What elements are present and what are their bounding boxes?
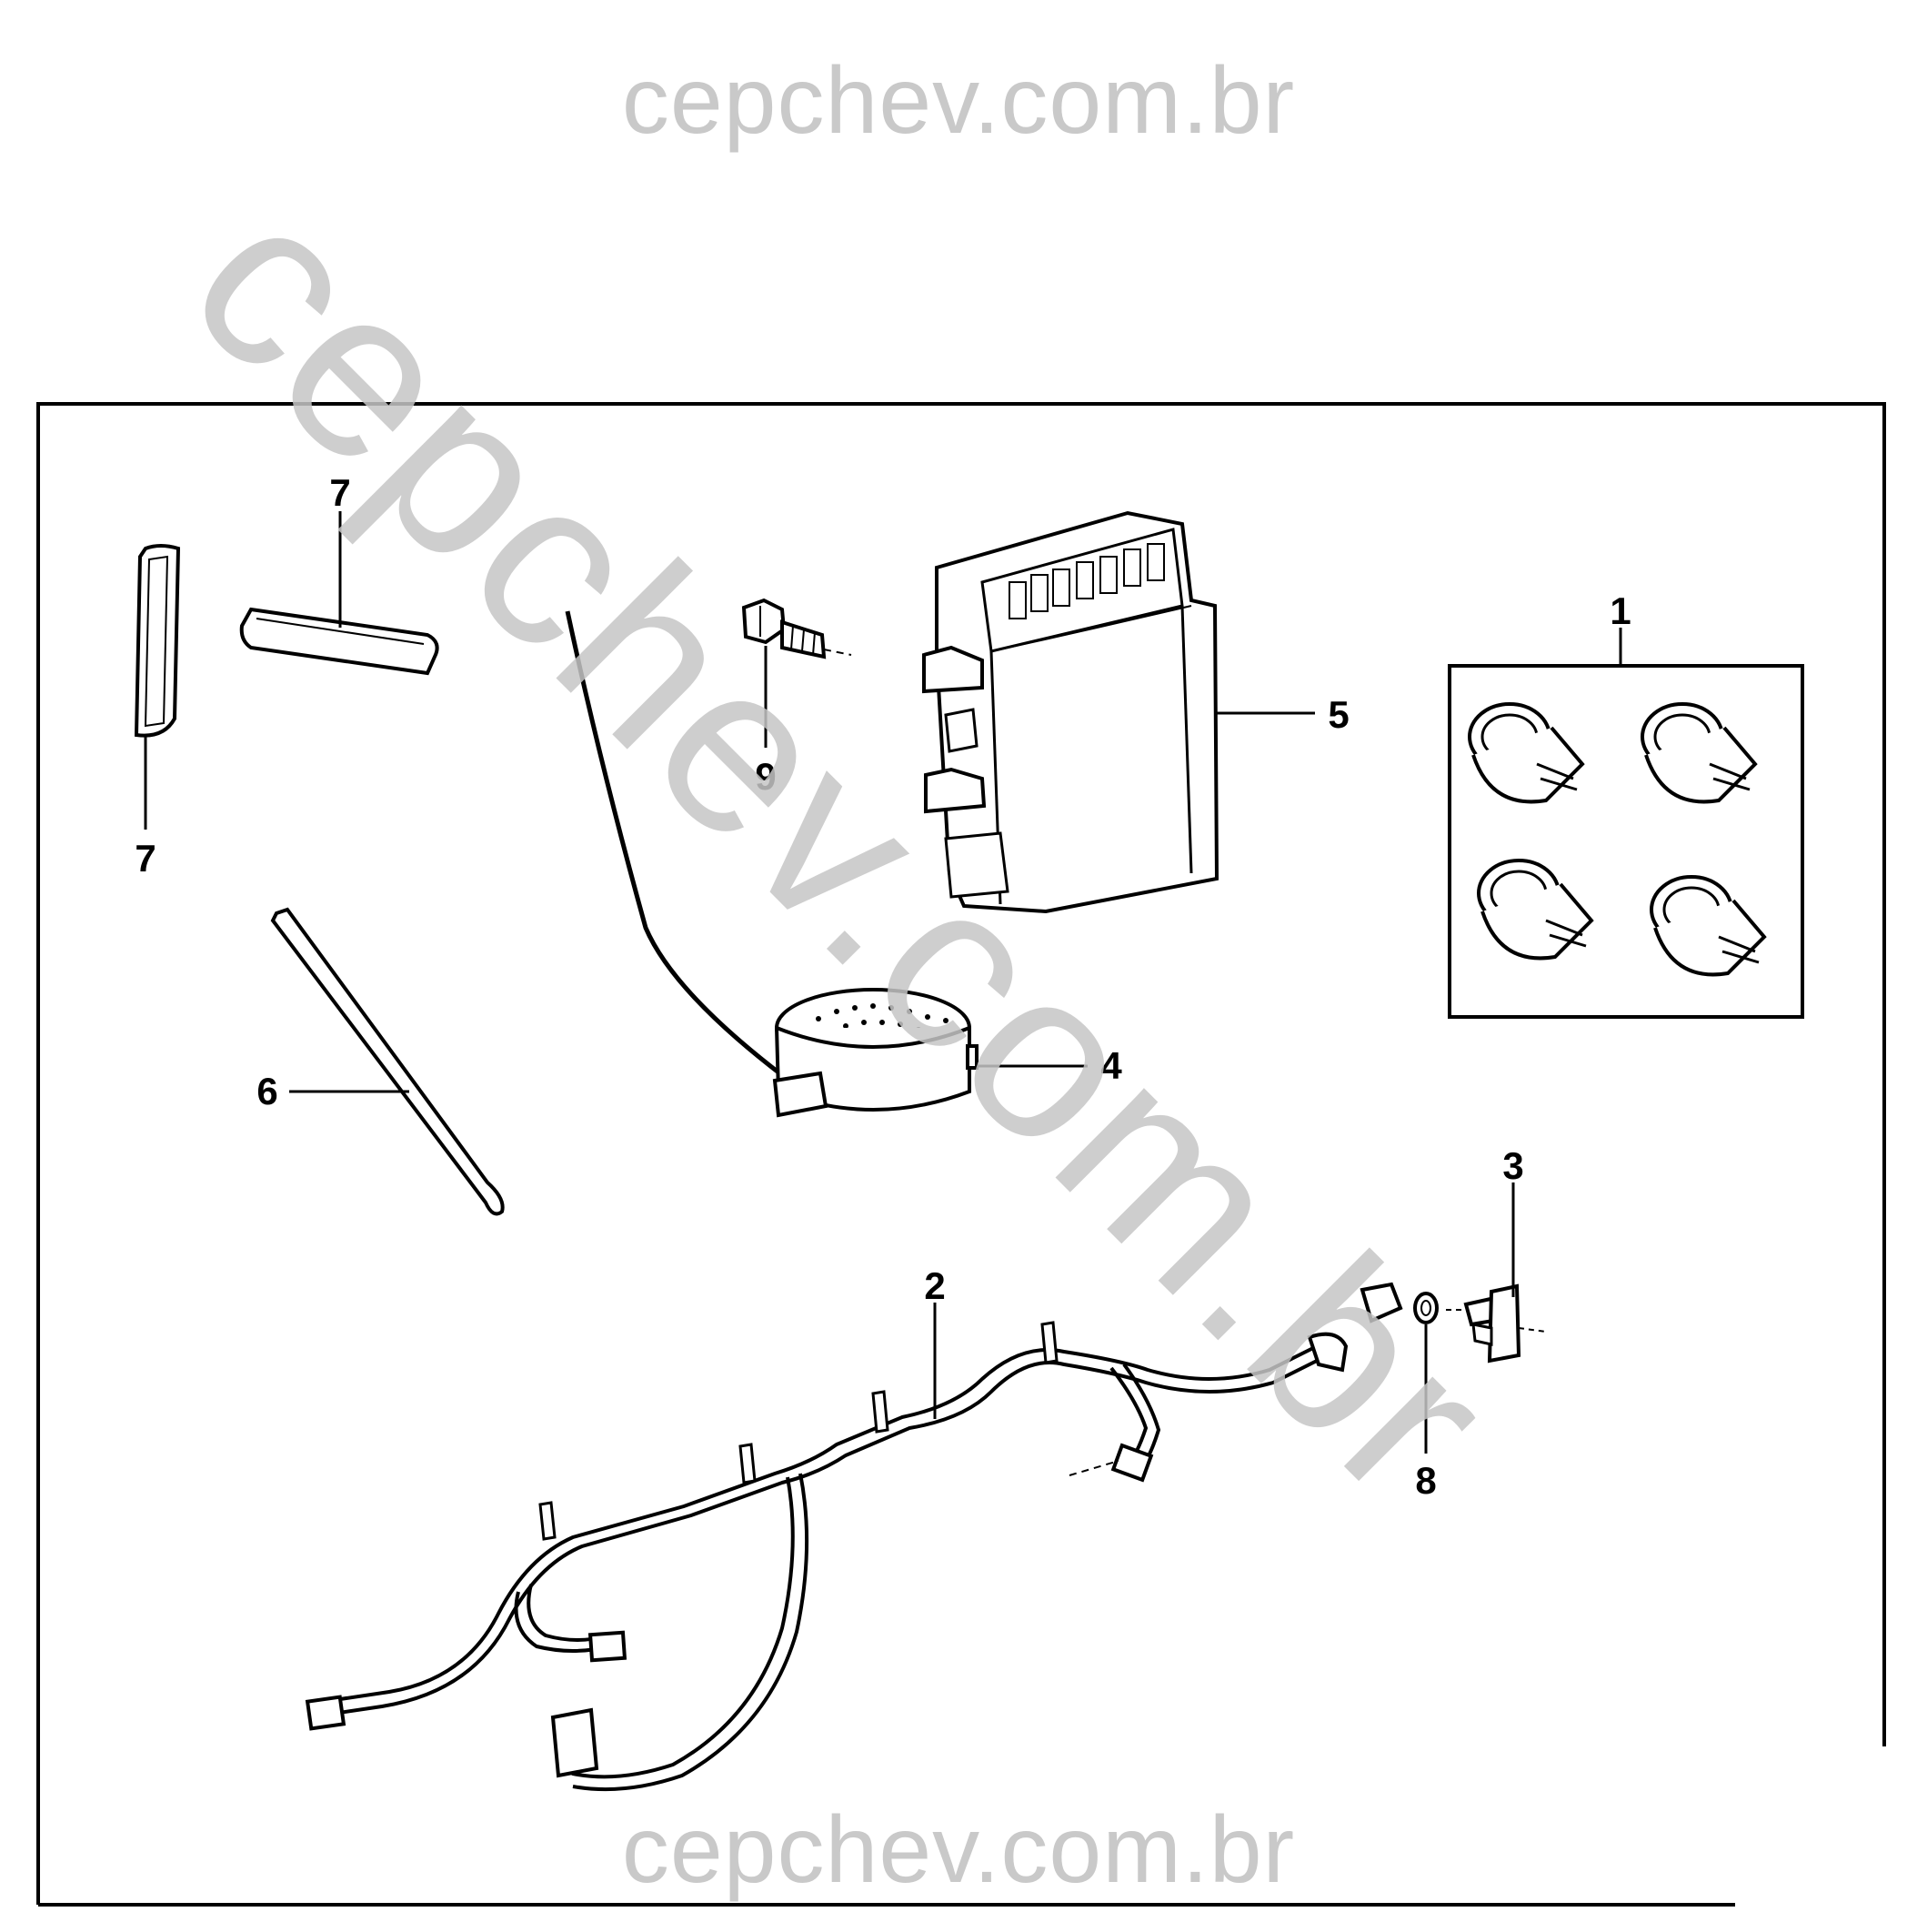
callout-5: 5 bbox=[1328, 693, 1349, 736]
part-6-rod bbox=[270, 907, 505, 1216]
callout-4: 4 bbox=[1100, 1044, 1122, 1087]
diagram-frame bbox=[36, 402, 1886, 1907]
callout-2: 2 bbox=[924, 1264, 945, 1307]
part-2-wiring-harness bbox=[305, 1282, 1403, 1792]
part-7-trim-vertical bbox=[134, 544, 181, 738]
callout-7-upper: 7 bbox=[329, 471, 350, 514]
part-7-trim-horizontal bbox=[239, 607, 439, 676]
watermark-top: cepchev.com.br bbox=[621, 48, 1296, 154]
callout-6: 6 bbox=[256, 1070, 277, 1112]
part-5-control-module bbox=[922, 510, 1219, 914]
callout-9: 9 bbox=[755, 755, 776, 798]
part-1-sensor-set bbox=[1448, 664, 1804, 1019]
callout-8: 8 bbox=[1415, 1459, 1436, 1502]
callout-7-lower: 7 bbox=[135, 837, 156, 880]
part-9-bolt bbox=[741, 598, 852, 659]
watermark-bottom: cepchev.com.br bbox=[621, 1797, 1296, 1903]
callout-1: 1 bbox=[1610, 589, 1631, 632]
part-8-grommet bbox=[1413, 1292, 1439, 1324]
callout-3: 3 bbox=[1502, 1144, 1523, 1187]
part-3-bracket bbox=[1446, 1283, 1547, 1363]
part-4-buzzer bbox=[565, 610, 979, 1118]
